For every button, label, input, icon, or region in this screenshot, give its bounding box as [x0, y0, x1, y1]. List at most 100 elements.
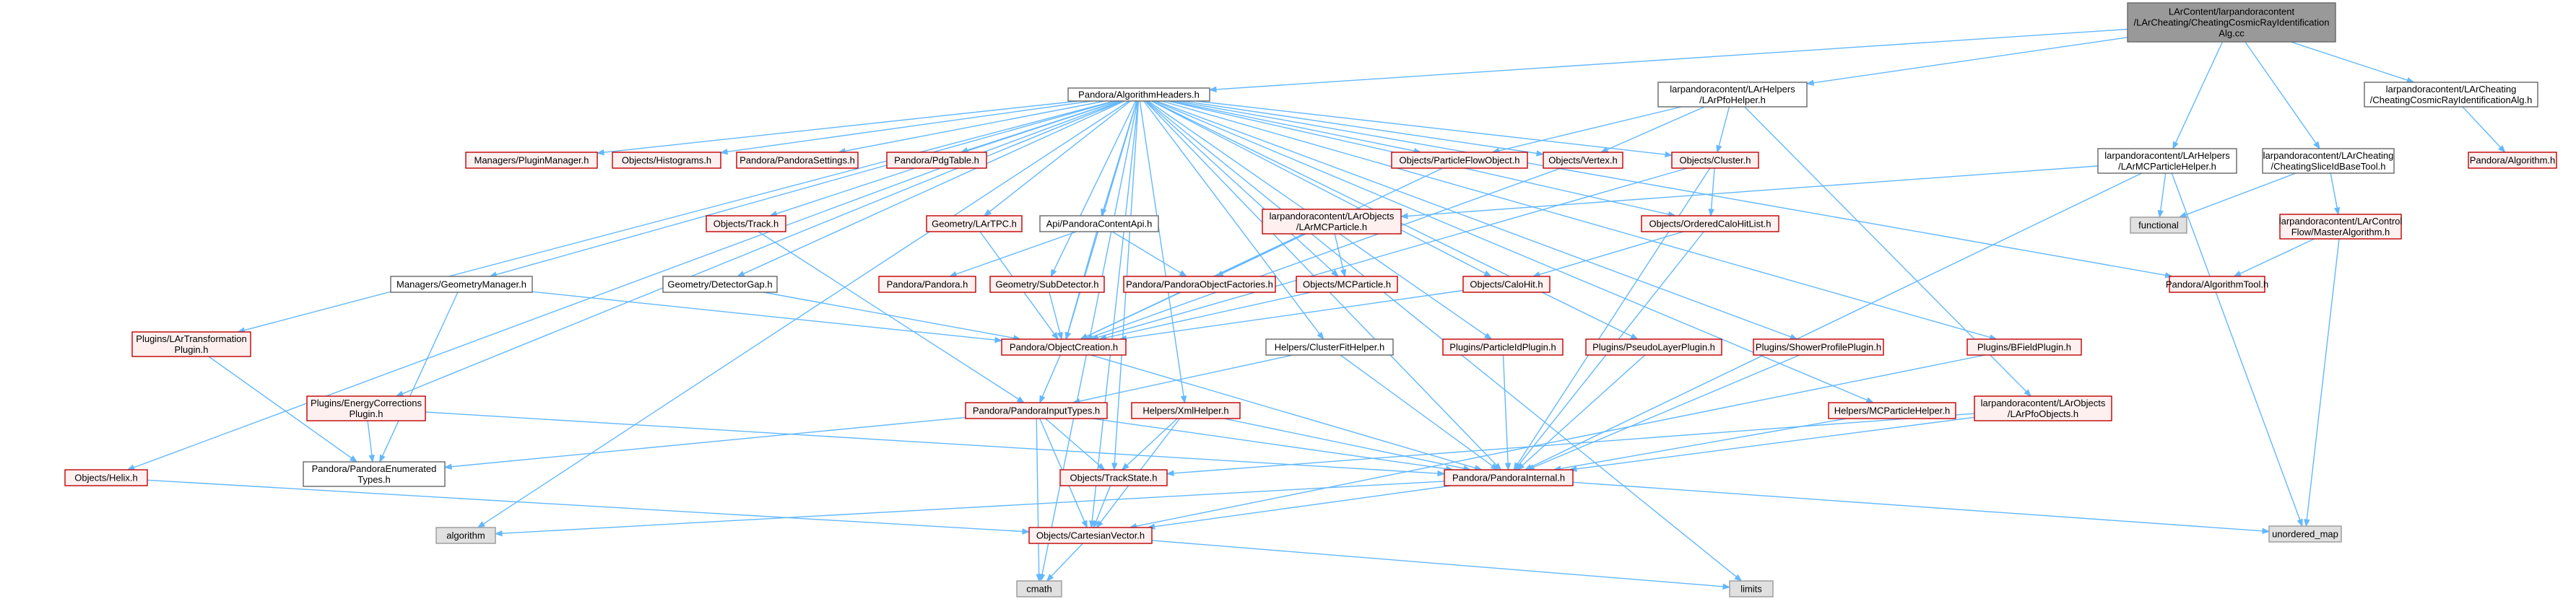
node-contentapi[interactable]: Api/PandoraContentApi.h	[1039, 215, 1159, 232]
edge-algheaders-to-lartpc	[983, 100, 1131, 216]
node-label: /LArMCParticle.h	[1296, 222, 1367, 232]
node-pandorasettings[interactable]: Pandora/PandoraSettings.h	[736, 152, 859, 169]
edge-line	[1097, 167, 1688, 338]
node-label: Plugins/LArTransformation	[136, 333, 246, 344]
node-clusterfithelper[interactable]: Helpers/ClusterFitHelper.h	[1265, 338, 1394, 356]
edge-contentapi-to-objfactories	[1111, 231, 1187, 277]
edge-line	[244, 100, 1115, 331]
node-orderedcalo[interactable]: Objects/OrderedCaloHitList.h	[1641, 215, 1779, 232]
node-pseudolayer[interactable]: Plugins/PseudoLayerPlugin.h	[1585, 338, 1722, 356]
node-box	[306, 395, 426, 421]
edge-orderedcalo-to-calohit	[1532, 231, 1684, 278]
arrowhead-icon	[1708, 209, 1714, 217]
node-internal[interactable]: Pandora/PandoraInternal.h	[1444, 469, 1574, 486]
graph-edges	[126, 28, 2506, 590]
node-cluster[interactable]: Objects/Cluster.h	[1671, 152, 1759, 169]
node-showerprofile[interactable]: Plugins/ShowerProfilePlugin.h	[1753, 338, 1884, 356]
edge-pidplugin-to-internal	[1502, 354, 1512, 471]
node-cheatcrid[interactable]: larpandoracontent/LArCheating/CheatingCo…	[2364, 82, 2538, 108]
node-larmcparticle[interactable]: larpandoracontent/LArObjects/LArMCPartic…	[1262, 209, 1402, 235]
node-larpfoobjects[interactable]: larpandoracontent/LArObjects/LArPfoObjec…	[1974, 395, 2112, 421]
node-algorithm-h[interactable]: Pandora/Algorithm.h	[2468, 152, 2557, 169]
arrowhead-icon	[1064, 331, 1071, 341]
node-box	[2364, 82, 2538, 108]
node-pluginmanager[interactable]: Managers/PluginManager.h	[465, 152, 598, 169]
node-limits: limits	[1729, 580, 1774, 598]
node-histograms[interactable]: Objects/Histograms.h	[612, 152, 721, 169]
edge-line	[1813, 37, 2128, 84]
edge-root-to-slicetool	[2245, 41, 2320, 150]
arrowhead-icon	[1179, 270, 1187, 277]
node-track[interactable]: Objects/Track.h	[706, 215, 786, 232]
node-box	[1543, 152, 1623, 169]
edge-line	[1215, 28, 2128, 90]
node-slicetool[interactable]: larpandoracontent/LArCheating/CheatingSl…	[2262, 148, 2395, 174]
edge-line	[1334, 233, 1344, 271]
node-algheaders[interactable]: Pandora/AlgorithmHeaders.h	[1067, 87, 1210, 102]
edge-line	[1151, 540, 1724, 587]
arrowhead-icon	[349, 455, 358, 463]
edge-line	[1576, 416, 1975, 470]
node-label: Types.h	[357, 474, 391, 485]
node-box	[1974, 395, 2112, 421]
node-xmlhelper[interactable]: Helpers/XmlHelper.h	[1131, 402, 1241, 419]
node-box	[706, 215, 786, 232]
node-label: Managers/GeometryManager.h	[396, 279, 526, 290]
edge-line	[1092, 418, 1447, 470]
node-detectorgap[interactable]: Geometry/DetectorGap.h	[662, 276, 778, 293]
edge-line	[1091, 167, 1561, 338]
node-box	[1296, 276, 1398, 293]
arrowhead-icon	[1093, 520, 1099, 529]
node-geommanager[interactable]: Managers/GeometryManager.h	[390, 276, 533, 293]
edge-line	[1096, 485, 1111, 522]
node-label: Objects/TrackState.h	[1070, 473, 1158, 483]
edge-line	[1517, 167, 1711, 465]
edge-line	[1533, 354, 1800, 468]
edge-algheaders-to-calohit	[1151, 100, 1492, 277]
node-pidplugin[interactable]: Plugins/ParticleIdPlugin.h	[1442, 338, 1564, 356]
edge-inputtypes-to-cmath	[1036, 418, 1042, 582]
node-trackstate[interactable]: Objects/TrackState.h	[1059, 469, 1168, 486]
node-mcparticlehelper[interactable]: larpandoracontent/LArHelpers/LArMCPartic…	[2097, 148, 2237, 174]
edge-pfohelper-to-pfo	[1491, 106, 1682, 154]
node-objfactories[interactable]: Pandora/PandoraObjectFactories.h	[1123, 276, 1276, 293]
node-helix[interactable]: Objects/Helix.h	[64, 469, 148, 486]
node-mcparticle[interactable]: Objects/MCParticle.h	[1296, 276, 1398, 293]
node-bfield[interactable]: Plugins/BFieldPlugin.h	[1966, 338, 2082, 356]
node-algtool[interactable]: Pandora/AlgorithmTool.h	[2166, 276, 2268, 293]
node-calohit[interactable]: Objects/CaloHit.h	[1462, 276, 1551, 293]
node-pandora-h[interactable]: Pandora/Pandora.h	[878, 276, 976, 293]
edge-line	[2462, 106, 2502, 148]
node-objcreation[interactable]: Pandora/ObjectCreation.h	[1001, 338, 1127, 356]
node-cartesian[interactable]: Objects/CartesianVector.h	[1028, 527, 1153, 544]
edge-line	[763, 292, 1015, 339]
arrowhead-icon	[2172, 141, 2179, 150]
edge-slicetool-to-masteralg	[2330, 172, 2341, 216]
edge-objcreation-to-inputtypes	[1039, 354, 1061, 404]
arrowhead-icon	[1057, 331, 1063, 341]
arrowhead-icon	[1111, 463, 1118, 471]
node-vertex[interactable]: Objects/Vertex.h	[1543, 152, 1623, 169]
node-pdgtable[interactable]: Pandora/PdgTable.h	[886, 152, 987, 169]
edge-algheaders-to-clusterfithelper	[1143, 100, 1324, 341]
arrowhead-icon	[395, 390, 404, 397]
node-pfohelper[interactable]: larpandoracontent/LArHelpers/LArPfoHelpe…	[1657, 82, 1808, 108]
edge-line	[402, 100, 1124, 395]
edge-line	[844, 100, 1106, 152]
edge-line	[1175, 100, 2166, 276]
node-label: Geometry/SubDetector.h	[995, 279, 1098, 290]
node-masteralg[interactable]: larpandoracontent/LArControlFlow/MasterA…	[2279, 214, 2403, 240]
node-inputtypes[interactable]: Pandora/PandoraInputTypes.h	[965, 402, 1108, 419]
arrowhead-icon	[1805, 79, 1814, 86]
edge-line	[495, 100, 1116, 276]
node-root[interactable]: LArContent/larpandoracontent/LArCheating…	[2127, 2, 2336, 43]
node-mcparticlehelper2[interactable]: Helpers/MCParticleHelper.h	[1828, 402, 1956, 419]
node-pfo[interactable]: Objects/ParticleFlowObject.h	[1391, 152, 1528, 169]
edge-line	[451, 416, 966, 468]
node-subdetector[interactable]: Geometry/SubDetector.h	[989, 276, 1105, 293]
node-lartpc[interactable]: Geometry/LArTPC.h	[926, 215, 1023, 232]
node-label: Pandora/PandoraInternal.h	[1452, 473, 1565, 483]
